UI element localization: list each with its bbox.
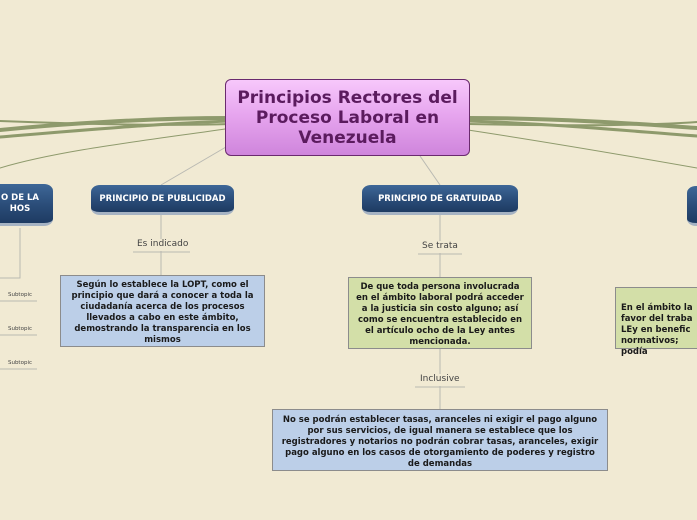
topic-gratuidad-label: PRINCIPIO DE GRATUIDAD [378, 193, 502, 204]
publicidad-description-text: Según lo establece la LOPT, como el prin… [71, 280, 254, 345]
subtopic-2[interactable]: Subtopic [7, 326, 33, 332]
connector-label-se-trata: Se trata [420, 241, 460, 252]
subtopic-1[interactable]: Subtopic [7, 292, 33, 298]
gratuidad-description-box[interactable]: De que toda persona involucrada en el ám… [348, 277, 532, 349]
topic-left-partial-label: O DE LA HOS [0, 192, 39, 214]
gratuidad-description-text: De que toda persona involucrada en el ám… [356, 282, 524, 347]
topic-publicidad-label: PRINCIPIO DE PUBLICIDAD [99, 193, 226, 204]
connector-label-inclusive: Inclusive [418, 374, 462, 385]
connector-label-es-indicado: Es indicado [135, 239, 191, 250]
central-topic[interactable]: Principios Rectores del Proceso Laboral … [225, 79, 470, 156]
right-partial-description-box[interactable]: En el ámbito la favor del traba LEy en b… [615, 287, 697, 357]
inclusive-description-box[interactable]: No se podrán establecer tasas, aranceles… [272, 409, 608, 471]
publicidad-description-box[interactable]: Según lo establece la LOPT, como el prin… [60, 275, 265, 347]
central-topic-title: Principios Rectores del Proceso Laboral … [237, 87, 458, 148]
right-partial-description-text: En el ámbito la favor del traba LEy en b… [621, 303, 693, 357]
topic-right-partial[interactable] [687, 186, 697, 226]
topic-left-partial[interactable]: O DE LA HOS [0, 184, 53, 226]
topic-principio-publicidad[interactable]: PRINCIPIO DE PUBLICIDAD [91, 185, 234, 215]
subtopic-3[interactable]: Subtopic [7, 360, 33, 366]
inclusive-description-text: No se podrán establecer tasas, aranceles… [281, 415, 599, 469]
topic-principio-gratuidad[interactable]: PRINCIPIO DE GRATUIDAD [362, 185, 518, 215]
